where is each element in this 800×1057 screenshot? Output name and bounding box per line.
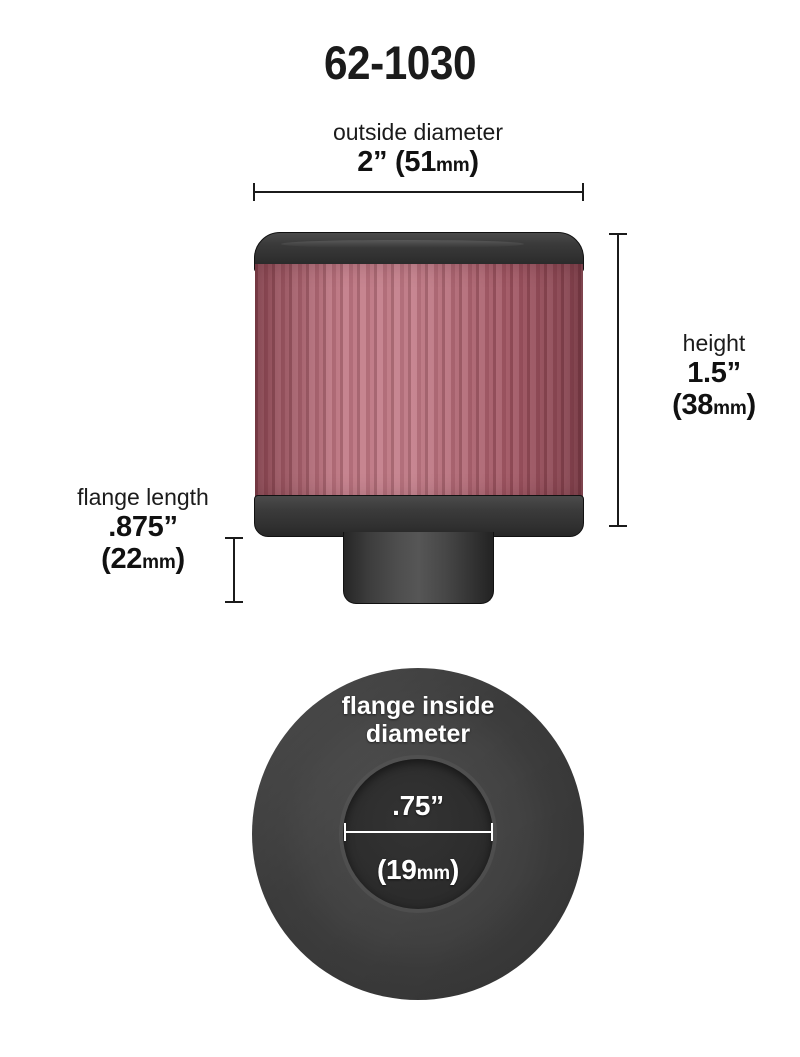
outside-diameter-caption: outside diameter xyxy=(332,119,504,145)
flange-length-value-inches: .875” xyxy=(108,510,178,543)
dimension-cap-top xyxy=(225,537,243,539)
flange-inside-diameter-unit: mm xyxy=(416,863,451,884)
flange-length-caption: flange length xyxy=(77,484,209,510)
height-value-mm: (38mm) xyxy=(634,389,794,421)
outside-diameter-value-mm-open: (51 xyxy=(387,145,437,178)
height-dimension-line xyxy=(609,233,627,527)
part-number-title: 62-1030 xyxy=(323,36,477,89)
dimension-cap-left xyxy=(253,183,255,201)
dimension-cap-bottom xyxy=(225,601,243,603)
outside-diameter-label: outside diameter 2” (51mm) xyxy=(268,119,568,178)
flange-inside-diameter-caption: flange inside diameter xyxy=(252,692,584,749)
flange-length-value-mm-open: (22 xyxy=(101,543,143,576)
filter-flange-neck xyxy=(343,532,494,604)
flange-inside-diameter-caption-line2: diameter xyxy=(365,720,471,749)
dimension-cap-right xyxy=(491,823,493,841)
outside-diameter-value: 2” (51mm) xyxy=(268,146,568,178)
flange-inside-diameter-value-mm-close: ) xyxy=(449,854,459,885)
flange-inner-bore xyxy=(343,759,493,909)
dimension-cap-right xyxy=(582,183,584,201)
flange-length-unit: mm xyxy=(142,552,176,574)
flange-length-dimension-line xyxy=(225,537,243,603)
dimension-cap-bottom xyxy=(609,525,627,527)
air-filter-bottom-view: flange inside diameter .75” (19mm) xyxy=(252,668,584,1000)
height-unit: mm xyxy=(713,398,747,420)
dimension-cap-top xyxy=(609,233,627,235)
dimension-cap-left xyxy=(344,823,346,841)
flange-inside-diameter-value-inches: .75” xyxy=(392,790,444,821)
outside-diameter-dimension-line xyxy=(253,183,584,201)
flange-inside-diameter-value-mm: (19mm) xyxy=(252,854,584,886)
height-value-mm-close: ) xyxy=(746,389,757,422)
outside-diameter-value-inches: 2” xyxy=(357,145,388,178)
flange-length-value-mm: (22mm) xyxy=(48,543,238,575)
air-filter-side-view xyxy=(254,232,584,605)
height-caption: height xyxy=(682,330,746,356)
height-label: height 1.5” (38mm) xyxy=(634,330,794,422)
flange-length-label: flange length .875” (22mm) xyxy=(48,484,238,576)
flange-inside-diameter-dimension-line xyxy=(344,823,493,841)
outside-diameter-unit: mm xyxy=(436,154,470,176)
flange-length-value-mm-close: ) xyxy=(175,543,186,576)
flange-inside-diameter-caption-line1: flange inside xyxy=(341,692,495,720)
filter-base-plate xyxy=(254,495,584,537)
height-value-inches: 1.5” xyxy=(687,356,741,389)
outside-diameter-value-mm-close: ) xyxy=(469,145,479,178)
filter-pleated-media xyxy=(255,264,583,497)
flange-inside-diameter-value-mm-open: (19 xyxy=(377,854,417,885)
height-value-mm-open: (38 xyxy=(672,389,714,422)
